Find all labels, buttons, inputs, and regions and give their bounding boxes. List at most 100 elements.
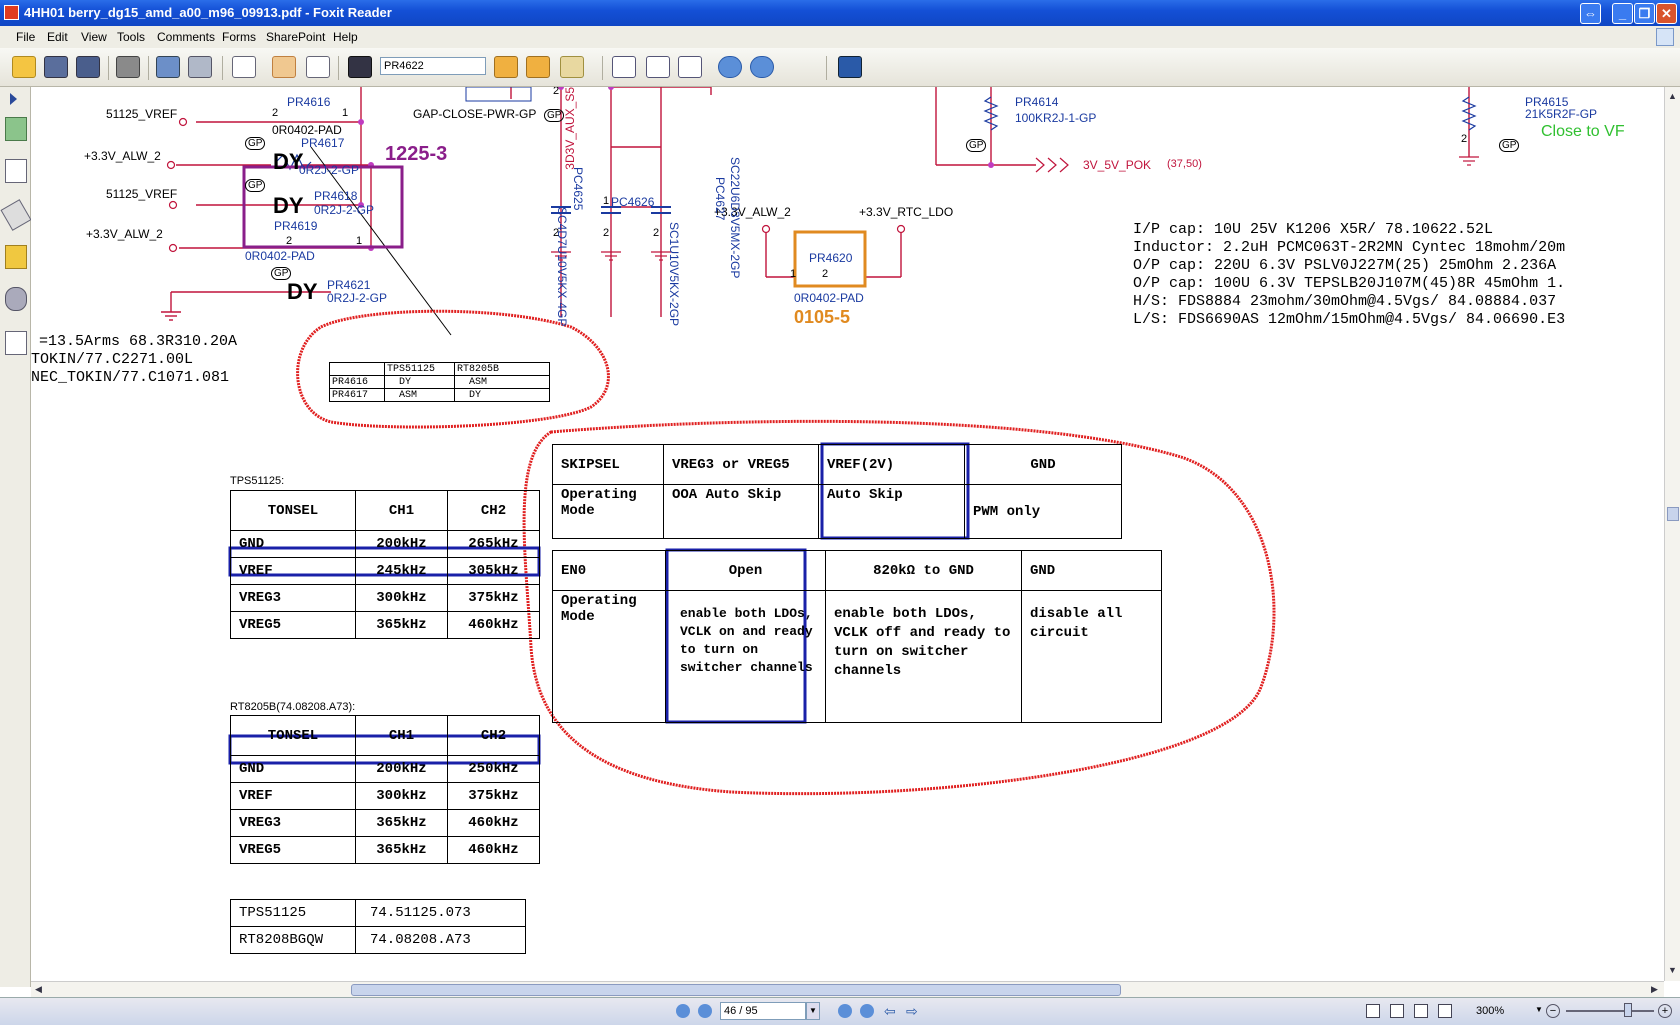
close-button[interactable]: ✕ [1656, 3, 1677, 24]
scroll-up-icon[interactable]: ▲ [1668, 91, 1677, 101]
attachments-icon[interactable] [5, 287, 27, 311]
find-previous-icon[interactable] [494, 56, 518, 78]
first-page-icon[interactable] [676, 1004, 690, 1018]
minimize-button[interactable]: _ [1612, 3, 1633, 24]
monitor-icon[interactable] [156, 56, 180, 78]
net-label-rtc-ldo: +3.3V_RTC_LDO [859, 205, 954, 219]
gp-marker: GP [1499, 139, 1520, 152]
hand-tool-icon[interactable] [272, 56, 296, 78]
text-select-icon[interactable] [306, 56, 330, 78]
scroll-thumb[interactable] [1667, 507, 1679, 521]
h-scroll-thumb[interactable] [351, 984, 1121, 996]
open-folder-icon[interactable] [12, 56, 36, 78]
table-header-cell: EN0 [552, 550, 666, 591]
facing-icon[interactable] [1414, 1004, 1428, 1018]
pages-icon[interactable] [5, 159, 27, 183]
menu-sharepoint[interactable]: SharePoint [266, 30, 326, 44]
scroll-down-icon[interactable]: ▼ [1668, 965, 1677, 975]
next-page-icon[interactable] [838, 1004, 852, 1018]
table-header-cell: 820kΩ to GND [825, 550, 1022, 591]
signatures-icon[interactable] [5, 331, 27, 355]
document-view[interactable]: 51125_VREF +3.3V_ALW_2 51125_VREF +3.3V_… [31, 87, 1664, 981]
restore-arrows-icon[interactable]: ⇔ [1580, 3, 1601, 24]
scroll-left-icon[interactable]: ◀ [35, 984, 42, 994]
note-line: NEC_TOKIN/77.C1071.081 [31, 369, 230, 386]
find-next-icon[interactable] [526, 56, 550, 78]
zoom-in-icon[interactable] [750, 56, 774, 78]
comments-icon[interactable] [5, 245, 27, 269]
fit-page-icon[interactable] [646, 56, 670, 78]
gp-marker: GP [544, 109, 565, 122]
horizontal-scrollbar[interactable]: ◀ ▶ [31, 981, 1664, 998]
title-bar: 4HH01 berry_dg15_amd_a00_m96_09913.pdf -… [0, 0, 1680, 26]
binoculars-icon[interactable] [348, 56, 372, 78]
menu-file[interactable]: File [16, 30, 36, 44]
zoom-level[interactable]: 300% [1476, 1005, 1505, 1017]
menu-view[interactable]: View [81, 30, 107, 44]
part-pc4627-value: SC22U6D3V5MX-2GP [728, 157, 742, 279]
part-pc4626: PC4626 [611, 195, 655, 209]
table-cell: RT8208BGQW [230, 926, 356, 954]
menu-tools[interactable]: Tools [117, 30, 146, 44]
zoom-slider[interactable] [1566, 1010, 1654, 1012]
table-header-cell: RT8205B [454, 362, 550, 376]
note-line: =13.5Arms 68.3R310.20A [39, 333, 238, 350]
select-text-icon[interactable] [232, 56, 256, 78]
menu-edit[interactable]: Edit [47, 30, 68, 44]
zoom-plus-icon[interactable]: + [1658, 1004, 1672, 1018]
dy-marker: DY [273, 193, 304, 218]
pin-number: 2 [553, 87, 560, 97]
net-label-aux: 3D3V_AUX_S5 [563, 87, 577, 170]
maximize-button[interactable]: ❐ [1634, 3, 1655, 24]
tps-table-caption: TPS51125: [230, 475, 285, 487]
save-all-icon[interactable] [76, 56, 100, 78]
table-cell: 300kHz [355, 782, 448, 810]
go-forward-icon[interactable]: ⇨ [906, 1003, 918, 1019]
net-label-51125-vref: 51125_VREF [106, 107, 178, 121]
gp-marker: GP [245, 137, 266, 150]
continuous-icon[interactable] [1390, 1004, 1404, 1018]
table-cell: enable both LDOs, VCLK off and ready to … [825, 590, 1022, 723]
zoom-minus-icon[interactable]: − [1546, 1004, 1560, 1018]
fit-width-icon[interactable] [678, 56, 702, 78]
highlight-icon[interactable] [560, 56, 584, 78]
zoom-out-icon[interactable] [718, 56, 742, 78]
menu-help[interactable]: Help [333, 30, 358, 44]
pin-number: 1 [603, 195, 610, 207]
table-cell: 200kHz [355, 755, 448, 783]
last-page-icon[interactable] [860, 1004, 874, 1018]
bookmarks-icon[interactable] [5, 117, 27, 141]
zoom-slider-handle[interactable] [1624, 1003, 1632, 1017]
single-page-icon[interactable] [1366, 1004, 1380, 1018]
note-line: I/P cap: 10U 25V K1206 X5R/ 78.10622.52L [1133, 221, 1494, 238]
menu-forms[interactable]: Forms [222, 30, 256, 44]
vertical-scrollbar[interactable]: ▲ ▼ [1664, 87, 1680, 981]
part-pc4626-value: SC1U10V5KX-2GP [667, 222, 681, 327]
scroll-right-icon[interactable]: ▶ [1651, 984, 1658, 994]
page-dropdown-icon[interactable]: ▼ [806, 1002, 820, 1020]
previous-page-icon[interactable] [698, 1004, 712, 1018]
save-icon[interactable] [44, 56, 68, 78]
menu-comments[interactable]: Comments [157, 30, 216, 44]
page-number-input[interactable] [720, 1002, 806, 1020]
toolbar-separator [602, 56, 603, 80]
layers-icon[interactable] [0, 199, 32, 231]
table-cell: VREG5 [230, 611, 356, 639]
zoom-dropdown-icon[interactable]: ▼ [1535, 1005, 1543, 1014]
actual-size-icon[interactable] [612, 56, 636, 78]
snapshot-icon[interactable] [188, 56, 212, 78]
table-cell: VREG5 [230, 836, 356, 864]
continuous-facing-icon[interactable] [1438, 1004, 1452, 1018]
part-pc4627: PC4627 [713, 177, 727, 221]
restore-panel-icon[interactable] [1656, 28, 1674, 46]
go-back-icon[interactable]: ⇦ [884, 1003, 896, 1019]
table-cell: VREG3 [230, 584, 356, 612]
find-input[interactable] [380, 57, 486, 75]
expand-arrow-icon[interactable] [10, 93, 17, 105]
rotate-icon[interactable] [838, 56, 862, 78]
part-pr4614: PR4614 [1015, 95, 1059, 109]
table-cell: PWM only [964, 484, 1122, 539]
net-label-pok-ref: (37,50) [1167, 158, 1202, 170]
print-icon[interactable] [116, 56, 140, 78]
